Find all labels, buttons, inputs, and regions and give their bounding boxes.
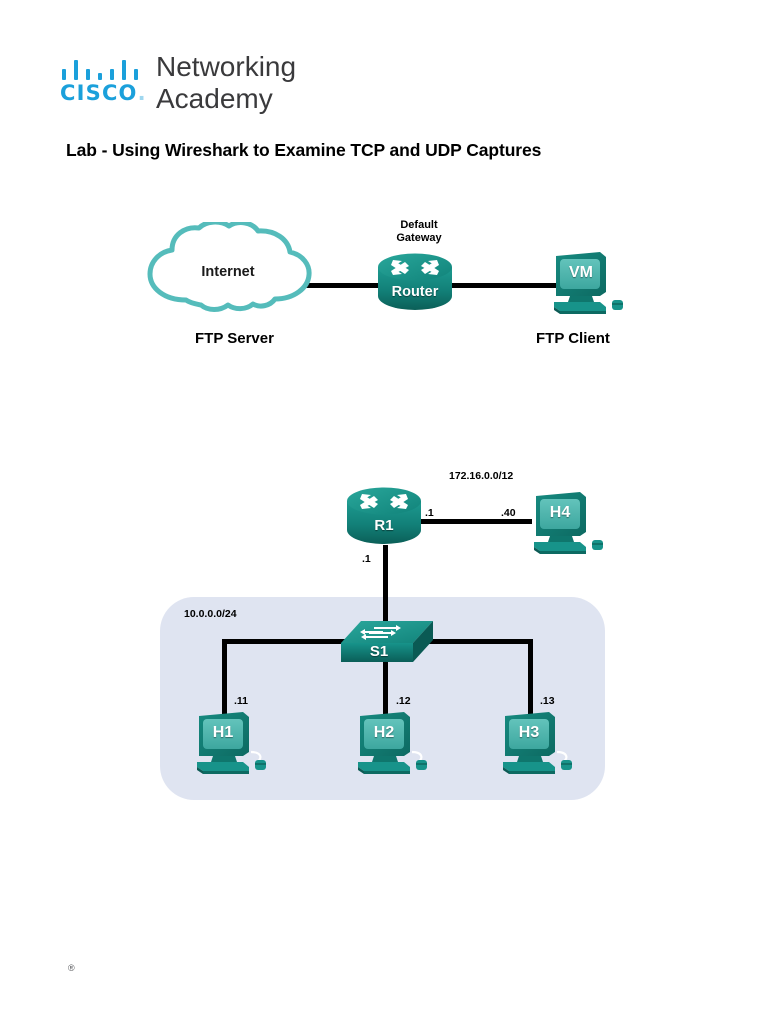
h1-octet-label: .11 [234, 695, 249, 707]
cisco-wordmark-trademark-dot: . [137, 81, 147, 105]
link-s1-drop-h1 [222, 639, 227, 718]
h4-pc-icon: H4 [528, 492, 610, 556]
cisco-logo-bars-icon [62, 58, 140, 80]
ftp-client-pc-icon: VM [548, 252, 630, 316]
r1-lan-octet-label: .1 [362, 553, 371, 565]
cloud-label: Internet [201, 264, 255, 280]
registered-trademark-mark: ® [68, 963, 75, 973]
ftp-client-caption: FTP Client [536, 330, 610, 347]
s1-switch-icon: S1 [341, 619, 433, 669]
cisco-networking-academy-logo: CISCO. Networking Academy [60, 51, 360, 117]
h4-octet-label: .40 [501, 507, 516, 519]
h1-pc-icon: H1 [191, 712, 273, 776]
link-r1-to-s1 [383, 545, 388, 637]
link-router-to-client [448, 283, 568, 288]
topology-diagram-ftp: Internet FTP Server Default Gateway [0, 0, 768, 360]
link-r1-to-h4 [417, 519, 532, 524]
wan-network-label: 172.16.0.0/12 [449, 470, 514, 482]
link-s1-drop-h3 [528, 639, 533, 718]
h3-octet-label: .13 [540, 695, 555, 707]
networking-academy-text: Networking Academy [156, 51, 297, 114]
r1-router-icon: R1 [345, 487, 423, 547]
page-title: Lab - Using Wireshark to Examine TCP and… [66, 140, 542, 160]
link-s1-drop-h2 [383, 659, 388, 718]
cisco-wordmark-text: CISCO [60, 81, 138, 105]
cisco-wordmark: CISCO. [60, 81, 147, 105]
ftp-server-caption: FTP Server [195, 330, 274, 347]
h3-pc-icon: H3 [497, 712, 579, 776]
h2-pc-icon: H2 [352, 712, 434, 776]
default-gateway-caption: Default Gateway [396, 219, 442, 244]
lan-network-label: 10.0.0.0/24 [184, 608, 237, 620]
internet-cloud-icon: Internet [142, 219, 314, 318]
h2-octet-label: .12 [396, 695, 411, 707]
r1-wan-octet-label: .1 [425, 507, 434, 519]
link-cloud-to-router [300, 283, 380, 288]
link-s1-bus-right [418, 639, 531, 644]
link-s1-bus-left [222, 639, 352, 644]
